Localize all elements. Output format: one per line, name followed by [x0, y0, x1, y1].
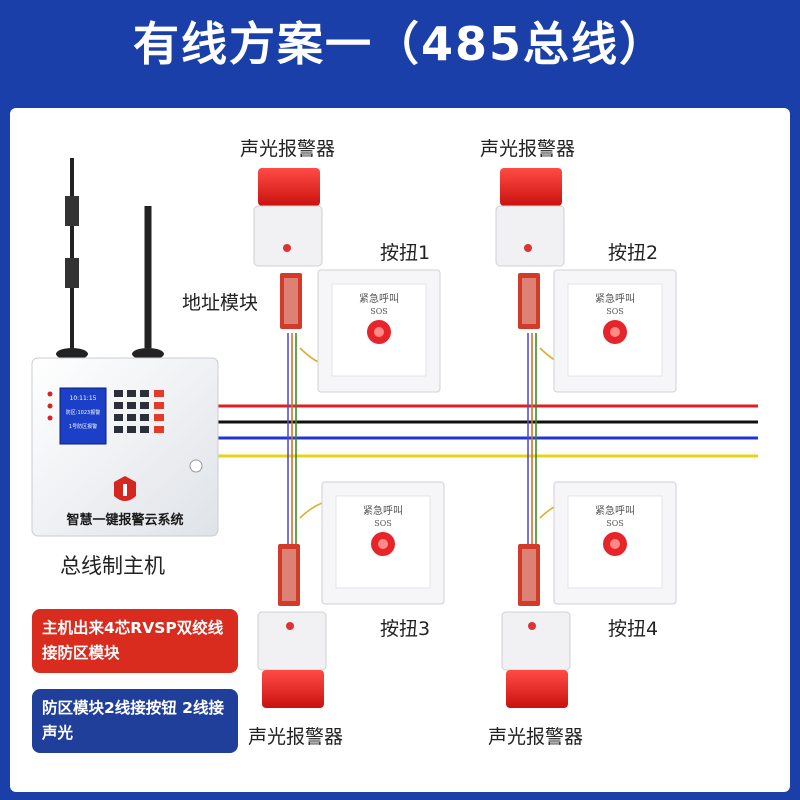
host-brand: 智慧一键报警云系统: [66, 512, 183, 528]
diagram-panel: 紧急呼叫 SOS 紧急呼叫 SOS 紧急呼叫 SOS 紧急呼叫 SOS 10:1…: [10, 108, 790, 792]
address-module-3: [278, 544, 300, 606]
sos-2-sos: SOS: [606, 307, 624, 316]
button-label-2: 按扭2: [608, 238, 658, 265]
alarm-label-3: 声光报警器: [248, 722, 343, 749]
host-screen-time: 10:11:15: [70, 395, 97, 402]
address-module-label: 地址模块: [182, 288, 258, 315]
sos-3-sos: SOS: [374, 519, 392, 528]
sos-1-caption: 紧急呼叫: [359, 292, 399, 305]
sos-4-sos: SOS: [606, 519, 624, 528]
sos-1-sos: SOS: [370, 307, 388, 316]
bus-wires: [218, 406, 758, 456]
alarm-label-2: 声光报警器: [480, 134, 575, 161]
antenna-left: [56, 158, 88, 360]
sos-button-3: [322, 482, 444, 604]
host-screen-alarm: 1号防区报警: [69, 423, 97, 430]
button-label-3: 按扭3: [380, 614, 430, 641]
host-label: 总线制主机: [60, 550, 165, 580]
strobe-alarm-4: [502, 612, 570, 708]
note-module-wiring: 防区模块2线接按钮 2线接声光: [32, 689, 238, 753]
strobe-alarm-3: [258, 612, 326, 708]
strobe-alarm-2: [496, 168, 564, 266]
page-title: 有线方案一（485总线）: [0, 8, 800, 74]
sos-3-caption: 紧急呼叫: [363, 504, 403, 517]
button-label-4: 按扭4: [608, 614, 658, 641]
address-module-4: [518, 544, 540, 606]
alarm-label-4: 声光报警器: [488, 722, 583, 749]
alarm-label-1: 声光报警器: [240, 134, 335, 161]
antenna-right: [132, 206, 164, 360]
address-module-2: [518, 273, 540, 329]
note-host-wiring: 主机出来4芯RVSP双绞线接防区模块: [32, 609, 238, 673]
sos-button-4: [554, 482, 676, 604]
sos-4-caption: 紧急呼叫: [595, 504, 635, 517]
sos-2-caption: 紧急呼叫: [595, 292, 635, 305]
sos-button-2: [554, 270, 676, 392]
sos-button-1: [318, 270, 440, 392]
host-screen-zone: 防区:1023报警: [66, 409, 100, 416]
button-label-1: 按扭1: [380, 238, 430, 265]
strobe-alarm-1: [254, 168, 322, 266]
host-device: [32, 358, 218, 536]
address-module-1: [280, 273, 302, 329]
